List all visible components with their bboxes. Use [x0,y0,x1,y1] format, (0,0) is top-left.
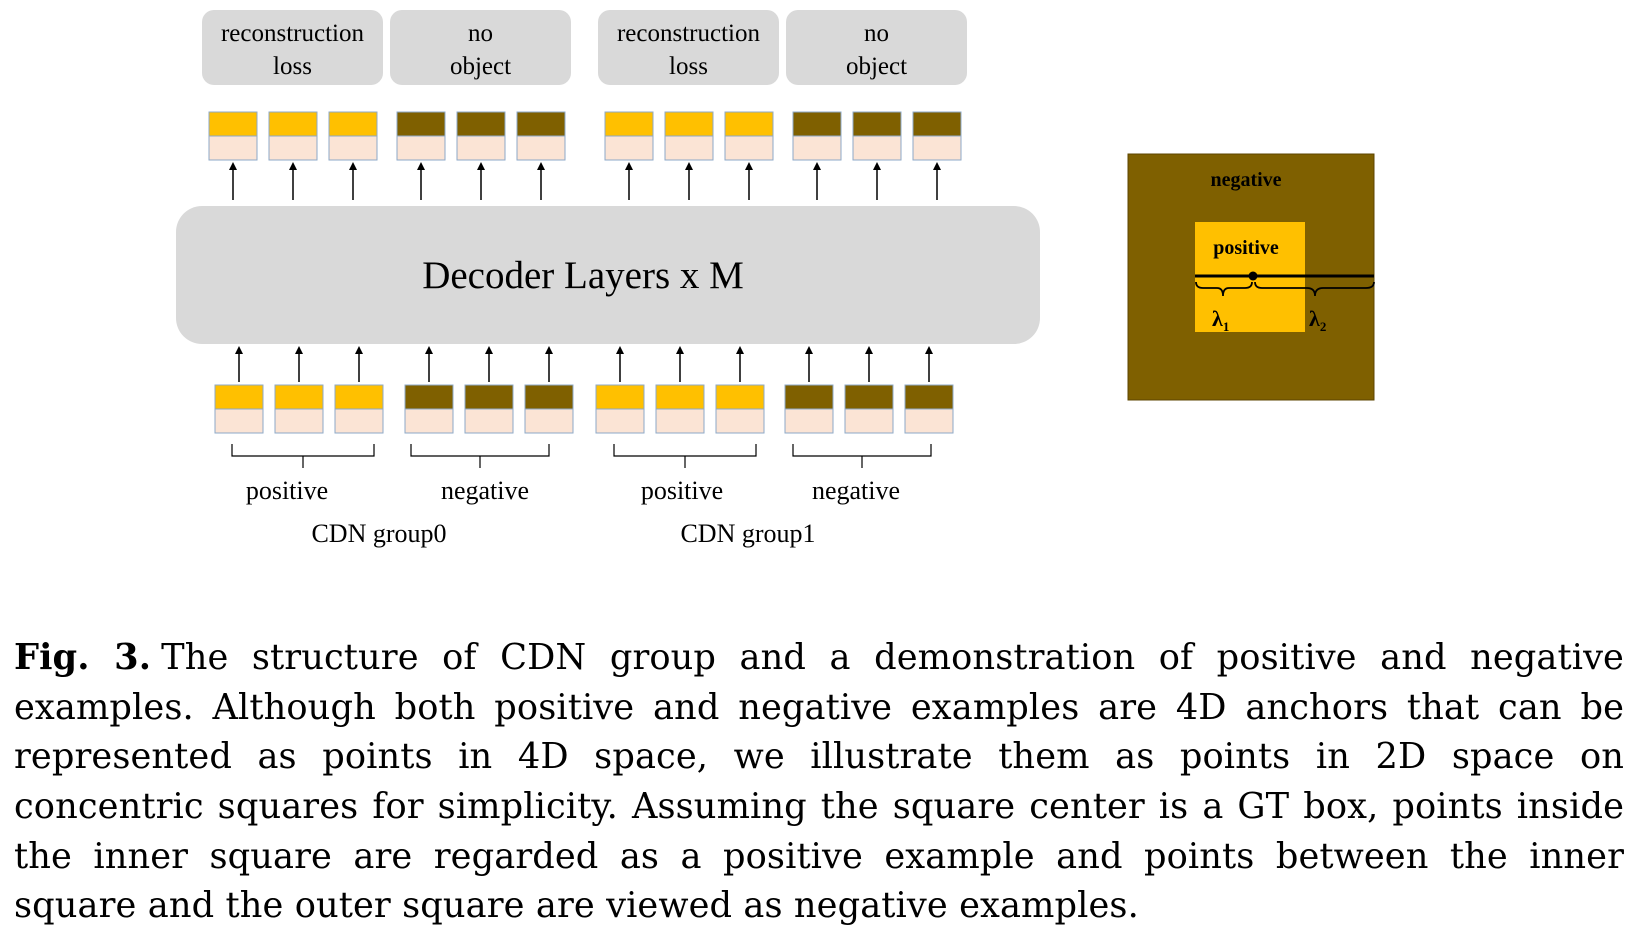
brace-label: negative [441,476,529,505]
lambda1-label: λ1 [1212,306,1229,334]
top-label-line: object [846,53,907,80]
output-query-positive [328,111,378,161]
negative-region-label: negative [1210,169,1281,191]
brace-positive-group1 [613,444,757,468]
output-arrows [229,162,941,200]
input-queries [214,384,954,434]
input-query-positive [274,384,324,434]
group-label: CDN group0 [311,519,446,548]
input-query-negative [404,384,454,434]
decoder-block [176,206,1040,344]
output-query-negative [852,111,902,161]
lambda2-brace [1254,281,1375,297]
cdn-figure: reconstruction loss no object reconstruc… [176,10,1375,548]
input-query-positive [715,384,765,434]
top-label-box [202,10,383,85]
top-label-boxes: reconstruction loss no object reconstruc… [202,10,967,85]
positive-region-label: positive [1213,237,1279,259]
cdn-diagram: reconstruction loss no object reconstruc… [176,10,1375,548]
input-arrows [235,346,933,382]
output-query-positive [664,111,714,161]
top-label-box [786,10,967,85]
output-query-positive [604,111,654,161]
output-query-positive [208,111,258,161]
figure-label: Fig. 3. [14,637,152,679]
input-query-positive [334,384,384,434]
output-queries [208,111,962,161]
input-query-negative [464,384,514,434]
input-query-positive [214,384,264,434]
top-label-line: no [864,20,889,47]
top-label-line: object [450,53,511,80]
input-query-positive [595,384,645,434]
input-query-negative [784,384,834,434]
top-label-line: reconstruction [617,20,761,47]
concentric-squares-demo: negative positive λ1 λ2 [1127,153,1375,401]
top-label-box [390,10,571,85]
top-label-line: loss [273,53,312,80]
caption-text: The structure of CDN group and a demonst… [14,637,1624,927]
brace-label: positive [641,476,723,505]
input-query-negative [904,384,954,434]
top-label-line: loss [669,53,708,80]
output-query-negative [396,111,446,161]
brace-negative-group1 [792,444,932,468]
input-query-negative [844,384,894,434]
output-query-positive [724,111,774,161]
output-query-negative [516,111,566,161]
lambda1-brace [1195,281,1253,297]
input-query-negative [524,384,574,434]
lambda2-label: λ2 [1309,306,1326,334]
center-point [1248,271,1258,281]
top-label-line: reconstruction [221,20,365,47]
group-braces [231,444,932,468]
output-query-positive [268,111,318,161]
input-query-positive [655,384,705,434]
brace-positive-group0 [231,444,375,468]
brace-negative-group0 [410,444,550,468]
top-label-line: no [468,20,493,47]
output-query-negative [912,111,962,161]
output-query-negative [792,111,842,161]
output-query-negative [456,111,506,161]
group-label: CDN group1 [680,519,815,548]
decoder-label: Decoder Layers x M [422,254,744,297]
figure-caption: Fig. 3.The structure of CDN group and a … [14,633,1624,931]
top-label-box [598,10,779,85]
brace-label: positive [246,476,328,505]
brace-label: negative [812,476,900,505]
